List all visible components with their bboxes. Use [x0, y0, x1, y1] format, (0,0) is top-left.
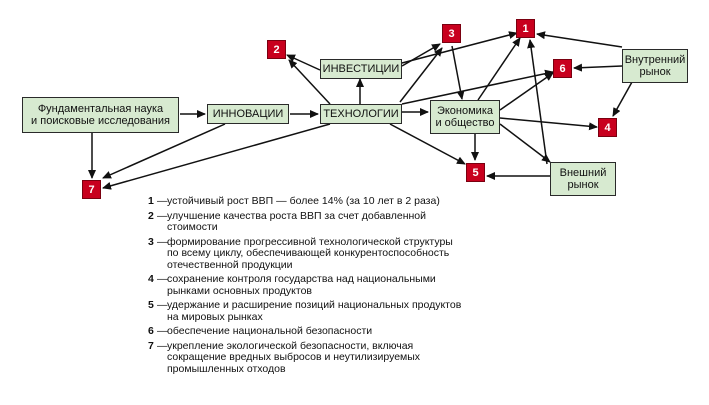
legend-text: улучшение качества роста ВВП за счет доб… [167, 209, 426, 233]
arrow-tech-5 [389, 123, 466, 165]
badge-7: 7 [82, 180, 101, 199]
node-technologies: ТЕХНОЛОГИИ [320, 104, 402, 124]
legend-item: 6—обеспечение национальной безопасности [148, 325, 498, 338]
arrow-int-4 [612, 81, 633, 117]
legend-text: удержание и расширение позиций националь… [167, 299, 462, 323]
arrow-tech-6 [401, 69, 554, 105]
arrow-inv-1 [401, 31, 518, 64]
legend-item: 7—укрепление экологической безопасности,… [148, 339, 498, 376]
node-internal-market: Внутренний рынок [622, 49, 688, 83]
badge-3: 3 [442, 24, 461, 43]
legend-item: 3—формирование прогрессивной технологиче… [148, 235, 498, 272]
badge-6: 6 [553, 59, 572, 78]
arrow-int-1 [536, 31, 623, 48]
node-investments: ИНВЕСТИЦИИ [320, 59, 402, 79]
legend-item: 4—сохранение контроля государства над на… [148, 273, 498, 297]
arrow-inv-2 [286, 54, 321, 71]
arrow-econ-ext [499, 123, 551, 163]
arrow-tech-3 [399, 47, 443, 103]
node-external-market: Внешний рынок [550, 162, 616, 196]
legend-num: 5 [148, 299, 154, 311]
legend-num: 3 [148, 235, 154, 248]
legend-item: 1—устойчивый рост ВВП — более 14% (за 10… [148, 195, 498, 208]
badge-2: 2 [267, 40, 286, 59]
legend-text: обеспечение национальной безопасности [167, 325, 373, 337]
legend-num: 1 [148, 195, 154, 207]
legend-text: сохранение контроля государства над наци… [167, 273, 436, 297]
node-economy-society: Экономика и общество [430, 100, 500, 134]
legend-num: 4 [148, 273, 154, 285]
arrow-tech-7 [102, 123, 331, 190]
arrow-econ-1 [477, 37, 521, 101]
arrow-3-econ [451, 45, 465, 100]
legend-num: 7 [148, 339, 154, 352]
legend: 1—устойчивый рост ВВП — более 14% (за 10… [148, 195, 498, 378]
badge-1: 1 [516, 19, 535, 38]
legend-text: формирование прогрессивной технологическ… [167, 235, 453, 271]
legend-item: 2—улучшение качества роста ВВП за счет д… [148, 209, 498, 234]
arrow-tech-2 [288, 59, 331, 105]
arrow-econ-6 [499, 72, 554, 111]
legend-item: 5—удержание и расширение позиций национа… [148, 299, 498, 323]
legend-num: 6 [148, 325, 154, 337]
legend-text: укрепление экологической безопасности, в… [167, 339, 421, 375]
arrow-innov-7 [102, 123, 226, 179]
badge-4: 4 [598, 118, 617, 137]
node-fundamental-science: Фундаментальная наука и поисковые исслед… [22, 97, 179, 133]
legend-num: 2 [148, 209, 154, 222]
arrow-ext-1 [527, 39, 548, 165]
legend-text: устойчивый рост ВВП — более 14% (за 10 л… [167, 195, 440, 207]
arrow-int-6 [573, 63, 623, 72]
arrow-econ-4 [499, 117, 598, 131]
node-innovations: ИННОВАЦИИ [207, 104, 289, 124]
arrow-inv-3 [401, 43, 441, 67]
badge-5: 5 [466, 163, 485, 182]
